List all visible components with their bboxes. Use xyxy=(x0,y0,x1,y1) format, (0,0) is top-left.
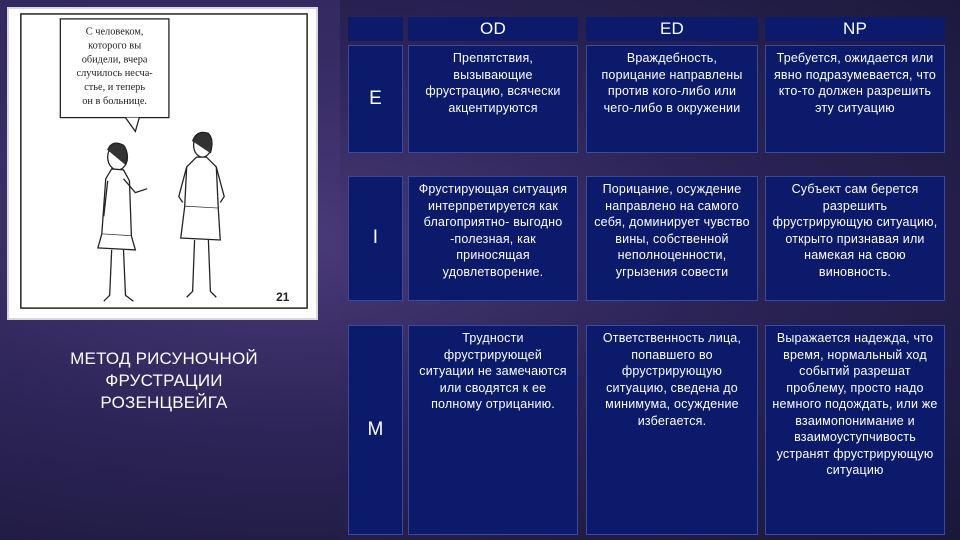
row-header-e: E xyxy=(348,45,403,153)
slide-title-line: РОЗЕНЦВЕЙГА xyxy=(100,393,228,412)
table-cell-m-ed: Ответственность лица, попавшего во фруст… xyxy=(586,325,758,535)
picture-number: 21 xyxy=(276,290,290,304)
speech-line: обидели, вчера xyxy=(82,54,148,65)
speech-bubble-tail xyxy=(124,117,140,133)
speech-line: случилось несча- xyxy=(76,68,153,79)
column-header-np: NP xyxy=(765,17,945,41)
table-cell-m-od: Трудности фрустрирующей ситуации не заме… xyxy=(408,325,578,535)
slide-title: МЕТОД РИСУНОЧНОЙ ФРУСТРАЦИИ РОЗЕНЦВЕЙГА xyxy=(40,348,288,414)
speech-line: стье, и теперь xyxy=(84,82,145,93)
speech-line: которого вы xyxy=(88,40,141,51)
row-header-i: I xyxy=(348,176,403,301)
picture-frame xyxy=(20,13,308,309)
speaker-figure xyxy=(97,142,148,302)
row-header-m: M xyxy=(348,325,403,535)
column-header-od: OD xyxy=(408,17,578,41)
table-cell-i-od: Фрустирующая ситуация интерпретируется к… xyxy=(408,176,578,301)
slide-title-line: МЕТОД РИСУНОЧНОЙ xyxy=(70,349,258,368)
table-cell-i-np: Субъект сам берется разрешить фрустрирую… xyxy=(765,176,945,301)
table-corner-cell xyxy=(348,17,403,41)
speech-line: С человеком, xyxy=(86,27,144,38)
illustration-drawing: С человеком, которого вы обидели, вчера … xyxy=(20,13,308,309)
table-cell-i-ed: Порицание, осуждение направлено на самог… xyxy=(586,176,758,301)
speech-text: С человеком, которого вы обидели, вчера … xyxy=(76,27,153,107)
column-header-ed: ED xyxy=(586,17,758,41)
rosenzweig-illustration: С человеком, которого вы обидели, вчера … xyxy=(7,7,318,320)
table-cell-e-np: Требуется, ожидается или явно подразумев… xyxy=(765,45,945,153)
speech-line: он в больнице. xyxy=(82,96,147,107)
table-cell-m-np: Выражается надежда, что время, нормальны… xyxy=(765,325,945,535)
slide-title-line: ФРУСТРАЦИИ xyxy=(105,371,223,390)
listener-figure xyxy=(178,131,225,298)
speech-bubble xyxy=(59,18,170,119)
table-cell-e-ed: Враждебность, порицание направлены проти… xyxy=(586,45,758,153)
table-cell-e-od: Препятствия, вызывающие фрустрацию, всяч… xyxy=(408,45,578,153)
